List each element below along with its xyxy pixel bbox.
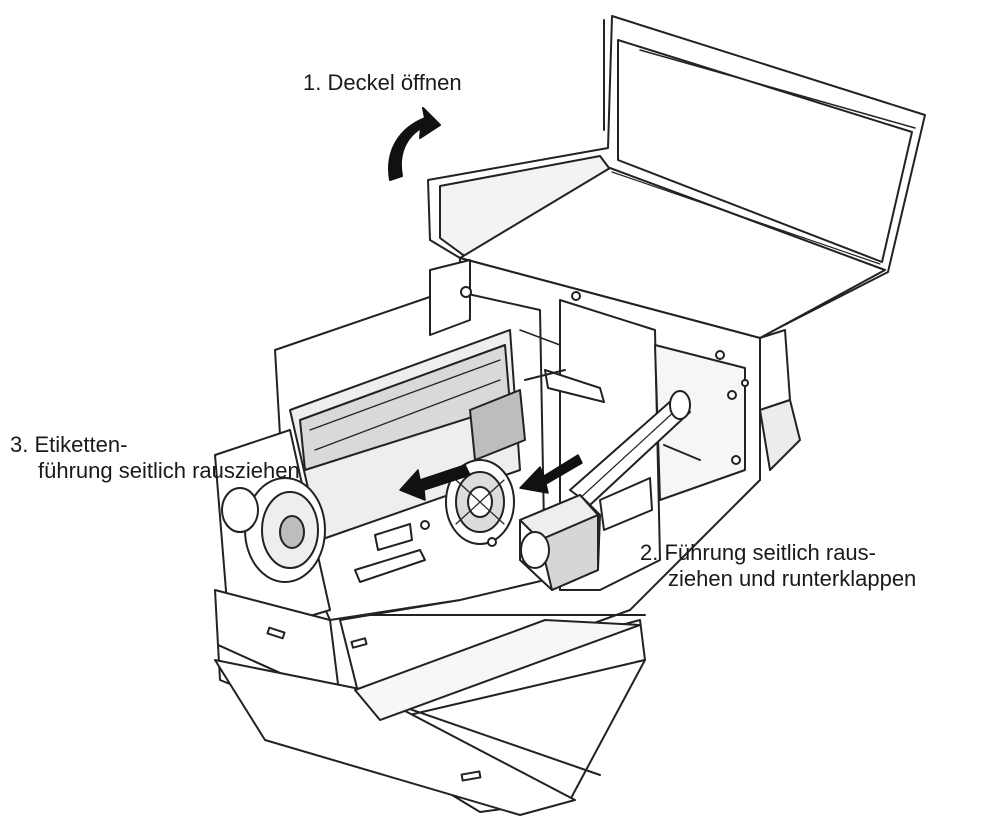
step-3-line-2: führung seitlich rausziehen (38, 458, 300, 483)
step-2-label: 2. Führung seitlich raus- ziehen und run… (640, 540, 916, 592)
step-1-label: 1. Deckel öffnen (303, 70, 462, 96)
label-roll-hub (214, 429, 331, 641)
pull-guide-left-arrow (399, 464, 471, 501)
printer-lid (427, 15, 926, 341)
pull-guide-center-arrow (519, 454, 583, 494)
step-3-line-1: 3. Etiketten- (10, 432, 128, 457)
step-1-text: 1. Deckel öffnen (303, 70, 462, 95)
roller-guide (519, 390, 701, 591)
panel-slot (354, 523, 426, 583)
step-3-label: 3. Etiketten- führung seitlich rausziehe… (10, 432, 300, 484)
printer-base-tray (214, 589, 646, 816)
spindle-hub (420, 459, 515, 547)
step-2-line-1: 2. Führung seitlich raus- (640, 540, 876, 565)
lid-open-arrow (388, 107, 441, 181)
step-2-line-2: ziehen und runterklappen (668, 566, 917, 591)
